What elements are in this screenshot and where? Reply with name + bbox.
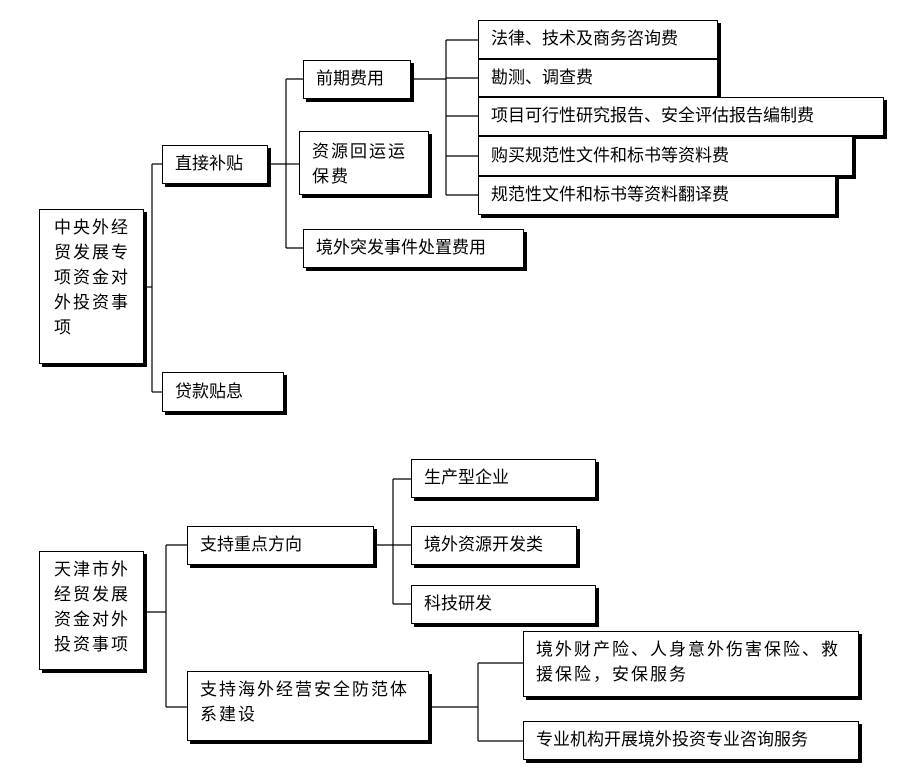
node-insurance-services: 境外财产险、人身意外伤害保险、救援保险，安保服务 — [523, 631, 859, 697]
node-key-direction: 支持重点方向 — [187, 526, 374, 565]
root-node-central-fund: 中央外经贸发展专项资金对外投资事项 — [39, 209, 144, 364]
node-tech-rnd: 科技研发 — [411, 585, 596, 624]
node-fee-translation: 规范性文件和标书等资料翻译费 — [478, 176, 836, 215]
node-loan-interest: 贷款贴息 — [162, 372, 284, 412]
node-preliminary-fee: 前期费用 — [303, 60, 411, 99]
node-emergency: 境外突发事件处置费用 — [303, 229, 524, 268]
node-direct-subsidy: 直接补贴 — [162, 145, 268, 184]
node-fee-purchase: 购买规范性文件和标书等资料费 — [478, 136, 853, 176]
node-production-enterprise: 生产型企业 — [411, 459, 596, 498]
root-node-label: 中央外经贸发展专项资金对外投资事项 — [54, 218, 130, 338]
node-resource-return: 资源回运运保费 — [299, 131, 429, 195]
root-node-label: 天津市外经贸发展资金对外投资事项 — [54, 560, 130, 655]
root-node-tianjin-fund: 天津市外经贸发展资金对外投资事项 — [39, 551, 144, 670]
node-consulting-services: 专业机构开展境外投资专业咨询服务 — [523, 721, 859, 760]
node-fee-feasibility: 项目可行性研究报告、安全评估报告编制费 — [478, 97, 884, 136]
node-fee-survey: 勘测、调查费 — [478, 59, 718, 97]
node-resource-development: 境外资源开发类 — [411, 526, 577, 565]
node-security-system: 支持海外经营安全防范体系建设 — [187, 671, 429, 741]
node-fee-legal: 法律、技术及商务咨询费 — [478, 20, 718, 59]
